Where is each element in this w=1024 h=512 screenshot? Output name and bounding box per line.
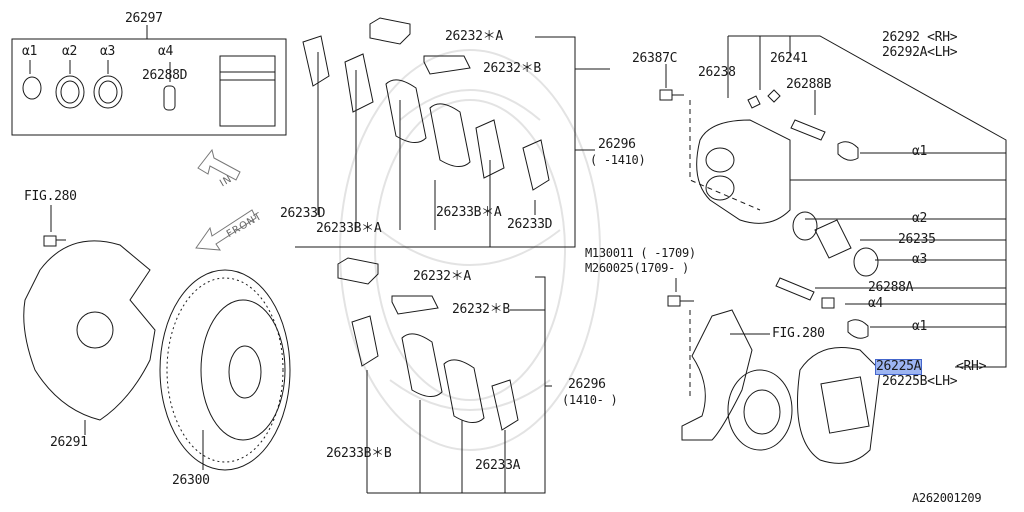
caliper-bracket-26225a: [798, 348, 881, 464]
label-m260025[interactable]: M260025(1709- ): [585, 261, 689, 275]
bolt-fig280-icon: [44, 236, 66, 246]
label-kit-a1[interactable]: α1: [22, 44, 38, 59]
bleeder-26241-icon: [768, 90, 780, 102]
label-fig280-top[interactable]: FIG.280: [24, 189, 77, 204]
seal-a3-icon: [94, 76, 122, 108]
label-right-a3[interactable]: α3: [912, 252, 928, 267]
label-26232a-lower[interactable]: 26232＊A: [413, 269, 471, 284]
label-26288b[interactable]: 26288B: [786, 77, 832, 92]
label-26232b-upper[interactable]: 26232＊B: [483, 61, 541, 76]
in-arrow-icon: [198, 150, 240, 180]
label-26225a-highlighted[interactable]: 26225A: [874, 359, 923, 375]
label-26225b-lh[interactable]: 26225B<LH>: [882, 374, 958, 389]
label-26233ba-mid[interactable]: 26233B＊A: [436, 205, 502, 220]
label-26300[interactable]: 26300: [172, 473, 210, 488]
pin-26288d-icon: [164, 86, 175, 110]
label-m130011[interactable]: M130011 ( -1709): [585, 246, 696, 260]
label-right-26235[interactable]: 26235: [898, 232, 936, 247]
seal-a2-icon: [56, 76, 84, 108]
clip-26232a-lower-icon: [338, 258, 378, 284]
label-right-a4[interactable]: α4: [868, 296, 884, 311]
clip-26232b-lower-icon: [392, 296, 438, 314]
clip-26232b-icon: [424, 56, 470, 74]
label-26232b-lower[interactable]: 26232＊B: [452, 302, 510, 317]
watermark-emblem: [340, 50, 600, 450]
label-right-a1-top[interactable]: α1: [912, 144, 928, 159]
seal-a3-right-icon: [854, 248, 878, 276]
label-kit-26288d[interactable]: 26288D: [142, 68, 188, 83]
caliper-body-26292: [697, 120, 790, 223]
cap-26238-icon: [748, 96, 760, 108]
shim-26233ba-left: [345, 54, 373, 112]
label-26292-rh[interactable]: 26292 <RH>: [882, 30, 958, 45]
dust-shield-26291: [24, 241, 155, 420]
label-kit-a3[interactable]: α3: [100, 44, 116, 59]
piston-26235-icon: [815, 220, 851, 258]
label-26233ba-left[interactable]: 26233B＊A: [316, 221, 382, 236]
label-26233bb[interactable]: 26233B＊B: [326, 446, 392, 461]
label-26233a[interactable]: 26233A: [475, 458, 521, 473]
label-26296-upper-range: ( -1410): [590, 153, 646, 167]
shim-26233d-left: [303, 36, 329, 86]
shim-26233a-icon: [492, 380, 518, 430]
label-26296-lower-range: (1410- ): [562, 393, 618, 407]
label-26232a-upper[interactable]: 26232＊A: [445, 29, 503, 44]
shim-26233ba-mid: [476, 120, 504, 178]
disc-rotor-26300: [160, 270, 290, 470]
boot-a1-icon: [23, 77, 41, 99]
label-26233d-right[interactable]: 26233D: [507, 217, 553, 232]
label-kit-a4[interactable]: α4: [158, 44, 174, 59]
label-right-a2[interactable]: α2: [912, 211, 928, 226]
diagram-id: A262001209: [912, 491, 982, 505]
label-kit-a2[interactable]: α2: [62, 44, 78, 59]
bolt-m130011-icon: [668, 296, 694, 306]
shim-26233bb-icon: [352, 316, 378, 366]
label-26387c[interactable]: 26387C: [632, 51, 678, 66]
label-right-a1-bot[interactable]: α1: [912, 319, 928, 334]
bleeder-26387c-icon: [660, 90, 684, 100]
shim-26233d-right: [523, 140, 549, 190]
label-26296-lower[interactable]: 26296: [568, 377, 606, 392]
pin-26288a-icon: [776, 278, 814, 300]
label-26225a-side: <RH>: [956, 359, 987, 374]
seal-a2-right-icon: [793, 212, 817, 240]
label-fig280-mid[interactable]: FIG.280: [772, 326, 825, 341]
label-26292a-lh[interactable]: 26292A<LH>: [882, 45, 958, 60]
label-26296-upper[interactable]: 26296: [598, 137, 636, 152]
boot-a1-top-icon: [838, 142, 858, 161]
knuckle-fig280: [682, 310, 752, 440]
front-arrow-icon: [196, 210, 256, 250]
kit-bag-icon: [220, 56, 275, 126]
kit-box: [12, 39, 286, 135]
pad-upper-inner: [430, 104, 470, 167]
label-26233d-left[interactable]: 26233D: [280, 206, 326, 221]
clip-26232a-icon: [370, 18, 410, 44]
boot-a4-icon: [822, 298, 834, 308]
boot-a1-bot-icon: [848, 320, 868, 339]
label-26238[interactable]: 26238: [698, 65, 736, 80]
label-right-26288a[interactable]: 26288A: [868, 280, 914, 295]
label-26241[interactable]: 26241: [770, 51, 808, 66]
pad-lower-outer: [402, 334, 442, 397]
label-kit-26297[interactable]: 26297: [125, 11, 163, 26]
pad-upper-outer: [386, 80, 426, 143]
pin-26288b-icon: [791, 120, 825, 140]
pad-lower-inner: [444, 360, 484, 423]
label-26291[interactable]: 26291: [50, 435, 88, 450]
